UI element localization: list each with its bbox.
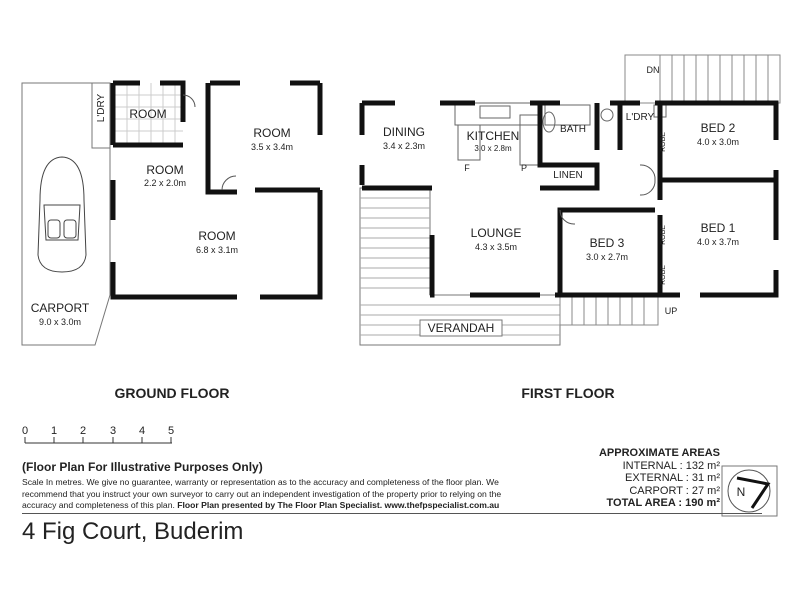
robe-label: ROBE (660, 265, 667, 285)
disclaimer-body: Scale In metres. We give no guarantee, w… (22, 477, 502, 510)
disclaimer-text: Scale In metres. We give no guarantee, w… (22, 477, 532, 512)
room-size: 3.0 x 2.7m (586, 252, 628, 262)
fridge-label: F (464, 163, 470, 173)
pantry-label: P (521, 163, 527, 173)
room-size: 2.2 x 2.0m (144, 178, 186, 188)
scale-tick: 4 (139, 425, 145, 437)
room-label: BED 2 (701, 121, 736, 135)
scale-tick: 0 (22, 425, 28, 437)
room-label: LINEN (553, 170, 582, 181)
room-size: 6.8 x 3.1m (196, 245, 238, 255)
stairs-up-label: UP (665, 306, 678, 316)
room-label: L'DRY (626, 112, 655, 123)
room-size: 4.0 x 3.7m (697, 237, 739, 247)
areas-title: APPROXIMATE AREAS (598, 447, 720, 459)
north-compass-icon: N (721, 465, 778, 517)
room-size: 3.5 x 3.4m (251, 142, 293, 152)
credit-text: Floor Plan presented by The Floor Plan S… (177, 500, 500, 510)
scale-tick: 1 (51, 425, 57, 437)
room-size: 4.3 x 3.5m (475, 242, 517, 252)
tile-pattern (115, 83, 183, 145)
room-label: ROOM (253, 126, 290, 140)
stairs-down (624, 54, 781, 104)
area-row: EXTERNAL : 31 m² (625, 472, 720, 484)
disclaimer-title: (Floor Plan For Illustrative Purposes On… (22, 460, 263, 474)
room-label: ROOM (129, 107, 166, 121)
room-size: 3.4 x 2.3m (383, 141, 425, 151)
room-size: 9.0 x 3.0m (39, 317, 81, 327)
room-size: 4.0 x 3.0m (697, 137, 739, 147)
area-row: CARPORT : 27 m² (629, 484, 720, 497)
room-size: 3.0 x 2.8m (474, 144, 512, 153)
first-floor-title: FIRST FLOOR (521, 385, 614, 401)
approximate-areas: APPROXIMATE AREAS INTERNAL : 132 m² EXTE… (560, 447, 720, 510)
room-label: ROOM (146, 163, 183, 177)
robe-label: ROBE (660, 225, 667, 245)
area-row: INTERNAL : 132 m² (622, 459, 720, 472)
stairs-down-label: DN (647, 65, 660, 75)
room-label: BED 1 (701, 221, 736, 235)
room-label: KITCHEN (467, 129, 520, 143)
room-label: CARPORT (31, 301, 90, 315)
stairs-up (559, 294, 659, 326)
laundry-strip (91, 82, 111, 149)
room-label: L'DRY (96, 93, 107, 122)
area-total: TOTAL AREA : 190 m² (606, 497, 720, 509)
walls (110, 80, 779, 300)
robe-label: ROBE (660, 132, 667, 152)
room-label: ROOM (198, 229, 235, 243)
scale-tick: 2 (80, 425, 86, 437)
doors (182, 94, 656, 225)
room-label: BATH (560, 124, 586, 135)
scale-bar: 0 1 2 3 4 5 (22, 425, 174, 444)
divider (22, 513, 762, 514)
car-icon (37, 156, 87, 273)
scale-tick: 5 (168, 425, 174, 437)
room-label: BED 3 (590, 236, 625, 250)
room-label: LOUNGE (471, 226, 522, 240)
room-label: DINING (383, 125, 425, 139)
room-label: VERANDAH (428, 321, 495, 335)
svg-text:N: N (737, 485, 746, 499)
property-address: 4 Fig Court, Buderim (22, 518, 244, 545)
scale-tick: 3 (110, 425, 116, 437)
ground-floor-title: GROUND FLOOR (114, 385, 229, 401)
